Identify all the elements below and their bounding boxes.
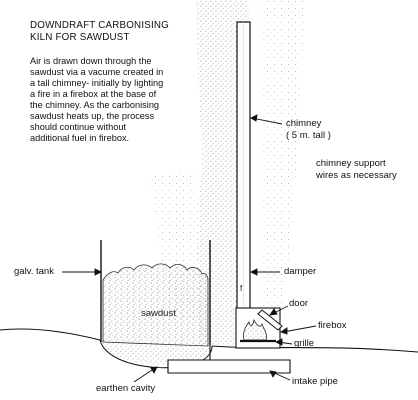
label-firebox: firebox [318, 320, 347, 331]
label-chimney-height: ( 5 m. tall ) [286, 130, 331, 141]
label-support-line-2: wires as necessary [316, 170, 397, 181]
label-door: door [289, 298, 309, 309]
earthen-cavity-fill [101, 342, 210, 365]
description-line-8: additional fuel in firebox. [30, 133, 130, 143]
sawdust-mound [102, 263, 209, 347]
label-earthen-cavity: earthen cavity [96, 383, 156, 394]
diagram-title-line-1: DOWNDRAFT CARBONISING [30, 20, 170, 31]
description-line-7: should continue without [30, 122, 127, 132]
label-chimney: chimney [286, 118, 322, 129]
label-intake-pipe: intake pipe [292, 376, 338, 387]
stipple-right [262, 0, 305, 322]
leader-lines [62, 114, 317, 383]
label-damper: damper [284, 266, 317, 277]
fire-flames [243, 318, 267, 341]
description-line-6: sawdust heats up, the process [30, 111, 155, 121]
description-line-3: a tall chimney- initially by lighting [30, 78, 164, 88]
description-line-4: a fire in a firebox at the base of [30, 89, 157, 99]
firebox-door [257, 309, 283, 331]
diagram-title-line-2: KILN FOR SAWDUST [30, 32, 130, 43]
label-sawdust: sawdust [141, 308, 176, 319]
ground-line [0, 328, 418, 353]
description-line-1: Air is drawn down through the [30, 56, 152, 66]
label-grille: grille [294, 338, 315, 349]
label-support-line-1: chimney support [316, 158, 386, 169]
label-galv-tank: galv. tank [14, 266, 54, 277]
description-line-5: the chimney. As the carbonising [30, 100, 160, 110]
damper-mark: f [240, 284, 243, 293]
description-line-2: sawdust via a vacume created in [30, 67, 164, 77]
intake-pipe [167, 359, 291, 374]
